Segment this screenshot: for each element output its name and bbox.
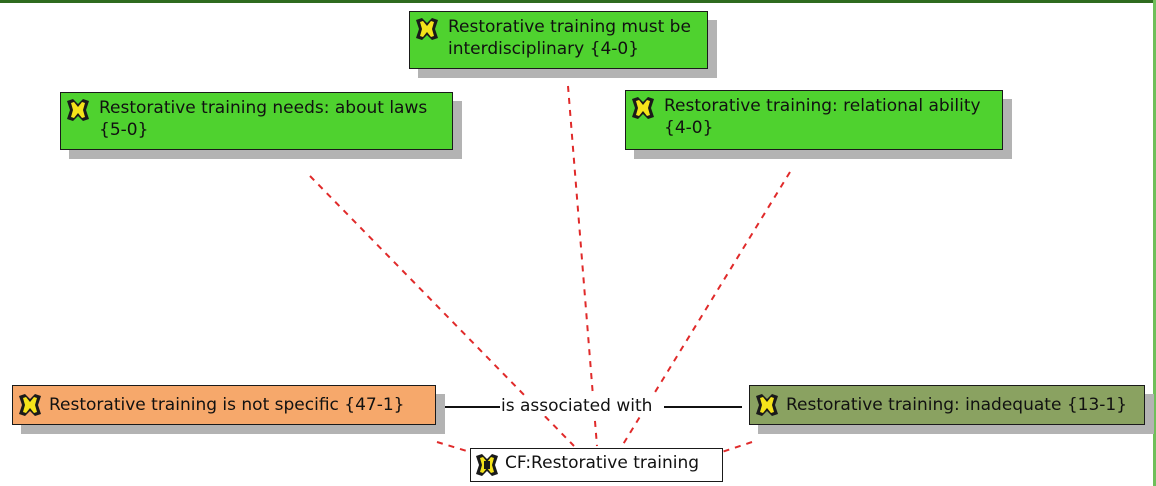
node-inadequate[interactable]: Restorative training: inadequate {13-1}	[749, 385, 1145, 425]
node-about-laws[interactable]: Restorative training needs: about laws {…	[60, 92, 453, 150]
quotation-icon	[756, 394, 778, 416]
top-border	[0, 0, 1156, 3]
link-inadequate-center	[721, 441, 753, 453]
node-interdisciplinary[interactable]: Restorative training must be interdiscip…	[409, 11, 708, 69]
quotation-icon	[19, 394, 41, 416]
node-text-line2: interdisciplinary {4-0}	[448, 39, 640, 59]
node-text: Restorative training: inadequate {13-1}	[786, 395, 1128, 415]
code-family-icon	[476, 454, 498, 476]
node-text-line1: Restorative training must be	[448, 17, 691, 37]
node-text-line1: Restorative training: relational ability	[664, 96, 981, 116]
node-text-line2: {5-0}	[99, 120, 149, 140]
quotation-icon	[632, 97, 654, 119]
node-text-line2: {4-0}	[664, 118, 714, 138]
node-code-family[interactable]: CF:Restorative training	[470, 448, 723, 482]
node-not-specific[interactable]: Restorative training is not specific {47…	[12, 385, 436, 425]
node-text: CF:Restorative training	[505, 453, 700, 473]
node-relational-ability[interactable]: Restorative training: relational ability…	[625, 90, 1003, 150]
right-border	[1153, 0, 1156, 486]
link-notspecific-center	[436, 441, 471, 453]
quotation-icon	[416, 18, 438, 40]
quotation-icon	[67, 99, 89, 121]
node-text: Restorative training is not specific {47…	[49, 395, 405, 415]
node-text-line1: Restorative training needs: about laws	[99, 98, 428, 118]
relation-label[interactable]: is associated with	[500, 396, 654, 416]
link-interdisciplinary-center	[567, 85, 598, 447]
